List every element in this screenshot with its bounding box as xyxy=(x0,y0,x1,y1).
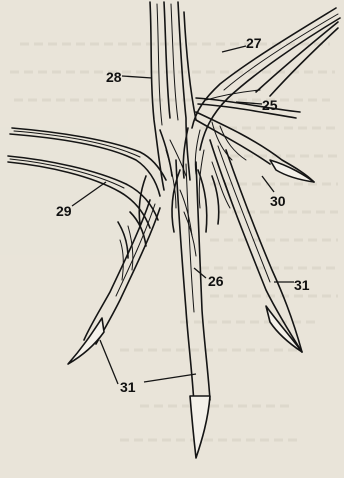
label-29: 29 xyxy=(56,203,72,219)
label-31-lower: 31 xyxy=(120,379,136,395)
label-25: 25 xyxy=(262,97,278,113)
label-27: 27 xyxy=(246,35,262,51)
label-26: 26 xyxy=(208,273,224,289)
label-31-right: 31 xyxy=(294,277,310,293)
label-30: 30 xyxy=(270,193,286,209)
label-28: 28 xyxy=(106,69,122,85)
